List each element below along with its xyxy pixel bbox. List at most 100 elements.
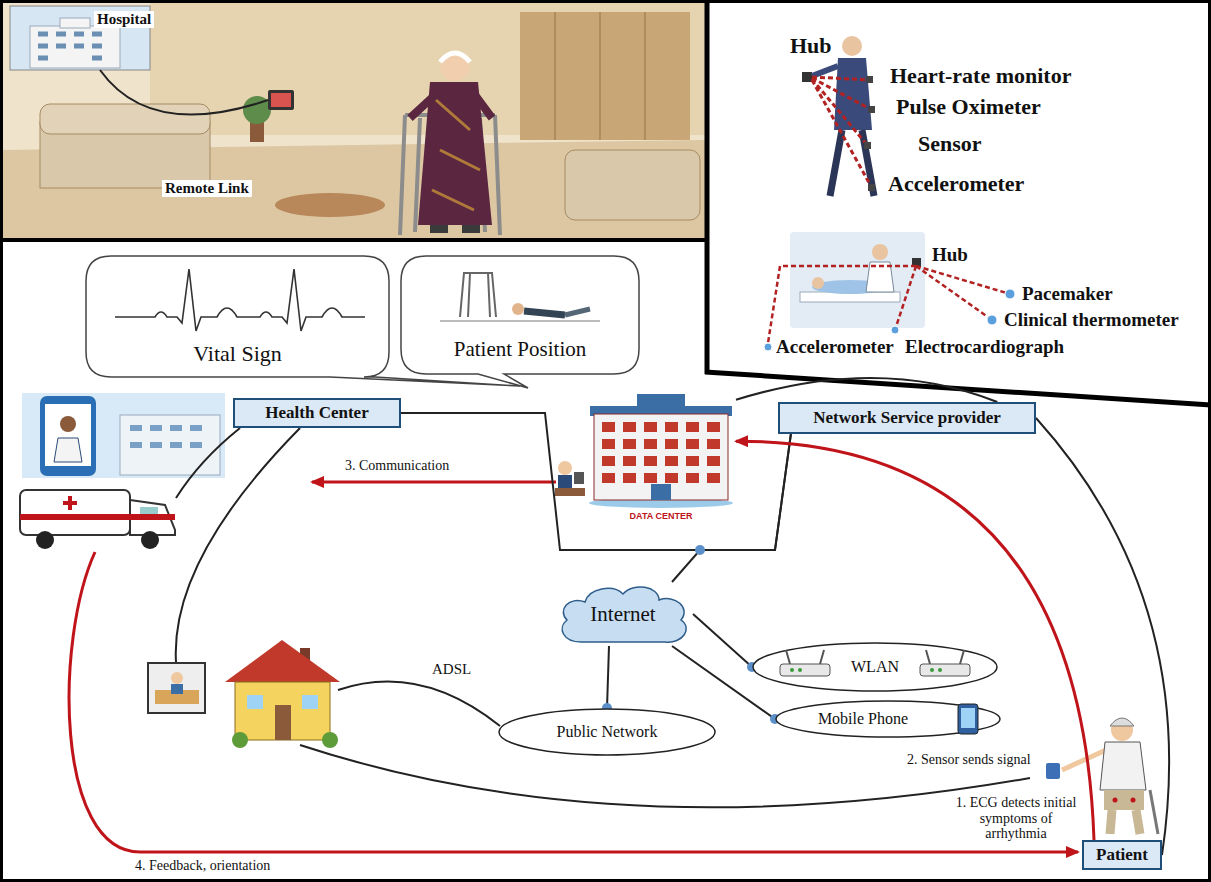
network-wires-part: [338, 681, 500, 726]
home-patient-box-part: [171, 684, 183, 694]
router-icon-part: [926, 650, 964, 664]
building-icon-part: [644, 439, 657, 449]
hospital-illustration-part: [40, 396, 96, 476]
room-scene-part: [250, 122, 264, 142]
device-label: Electrocardiograph: [905, 336, 1064, 357]
walking-man-figure-part: [842, 36, 862, 56]
connector: [672, 434, 791, 582]
building-icon-part: [665, 439, 678, 449]
building-icon-part: [707, 473, 720, 483]
panel-frame-part: [0, 238, 707, 242]
building-icon-part: [686, 456, 699, 466]
device-label: Hub: [790, 34, 832, 59]
home-patient-box: [148, 663, 205, 713]
house-part: [302, 695, 318, 709]
building-icon: [589, 394, 733, 508]
device-label: Accelerometer: [776, 336, 894, 357]
building-icon-part: [623, 456, 636, 466]
house: [225, 640, 340, 748]
step-label: 1. ECG detects initial symptoms of arrhy…: [955, 795, 1077, 842]
patient-figure-part: [1150, 790, 1158, 834]
connector: [672, 646, 775, 719]
room-scene-part: [410, 95, 492, 118]
ambulance-part: [63, 496, 77, 510]
patient-figure-part: [1046, 763, 1060, 779]
building-icon-part: [602, 473, 615, 483]
room-scene-part: [271, 93, 291, 107]
room-scene: [3, 3, 705, 239]
operator-desk-part: [558, 475, 572, 488]
building-icon-part: [602, 422, 615, 432]
device-label: Accelerometer: [888, 172, 1024, 197]
house-part: [322, 732, 338, 748]
network-ellipse-outline-part: [776, 701, 1000, 737]
ambulance: [20, 490, 175, 549]
clinic-scene-part: [1005, 289, 1015, 299]
room-scene-part: [554, 12, 556, 140]
building-icon-part: [707, 439, 720, 449]
fallen-person: [512, 303, 524, 315]
router-icon-part: [798, 668, 802, 672]
building-icon-part: [623, 422, 636, 432]
hospital-illustration-part: [54, 438, 82, 462]
node-text: Network Service provider: [813, 408, 1001, 428]
node-text: Patient Position: [454, 337, 586, 361]
router-icon-part: [938, 668, 942, 672]
hospital-illustration-part: [120, 415, 220, 475]
house-part: [275, 705, 291, 740]
clinic-scene-part: [790, 232, 925, 328]
home-patient-box-part: [171, 672, 183, 684]
patient-figure-part: [1110, 810, 1140, 834]
panel-frame-part: [705, 0, 710, 374]
place-label: Hospital: [94, 11, 154, 28]
clinic-scene-part: [987, 315, 997, 325]
building-icon-part: [686, 473, 699, 483]
building-icon-part: [644, 422, 657, 432]
patient-figure-part: [1131, 798, 1136, 803]
router-icon-part: [930, 668, 934, 672]
walker-symbol: [460, 273, 496, 317]
network-ellipse-outline-part: [499, 709, 715, 755]
edge-label: 2. Sensor sends signal: [905, 752, 1033, 768]
hospital-thumbnail-part: [30, 26, 120, 68]
network-cloud: Internet: [553, 582, 693, 646]
router-icon: [780, 650, 830, 676]
operator-desk: [555, 461, 585, 496]
building-icon-part: [665, 456, 678, 466]
node-text: Vital Sign: [193, 341, 282, 366]
connector: [736, 441, 1094, 840]
building-icon-part: [686, 439, 699, 449]
house-part: [225, 640, 340, 682]
operator-desk-part: [558, 461, 572, 475]
walking-man-figure-part: [866, 76, 873, 83]
network-wires-part: [176, 428, 300, 662]
walking-man-figure-part: [864, 142, 871, 149]
walking-man-figure: [802, 36, 875, 196]
process-box: Patient: [1082, 840, 1162, 870]
device-label: Hub: [932, 244, 968, 265]
network-wires-part: [176, 428, 240, 498]
walking-man-figure-part: [830, 130, 874, 196]
data-center-outline: [586, 386, 736, 524]
link-label: Remote Link: [162, 180, 252, 197]
device-label: Pacemaker: [1022, 283, 1113, 304]
clinic-scene-part: [812, 277, 824, 289]
walking-man-figure-part: [868, 106, 875, 113]
process-box: Network Service provider: [778, 402, 1036, 434]
node-text: Health Center: [265, 403, 368, 423]
patient-figure: [1046, 718, 1158, 834]
building-icon-part: [651, 484, 671, 500]
room-scene-part: [268, 90, 294, 110]
house-part: [235, 682, 330, 740]
walking-man-figure-part: [802, 72, 812, 82]
speech-bubble-outline-part: [401, 256, 639, 388]
patient-figure-part: [1100, 742, 1146, 790]
connector: [401, 413, 791, 550]
device-label: Heart-rate monitor: [890, 64, 1071, 89]
room-scene-part: [644, 12, 646, 140]
building-icon-part: [665, 422, 678, 432]
connector: [736, 378, 997, 402]
link-label: ADSL: [432, 661, 471, 678]
process-box: Health Center: [233, 398, 401, 428]
